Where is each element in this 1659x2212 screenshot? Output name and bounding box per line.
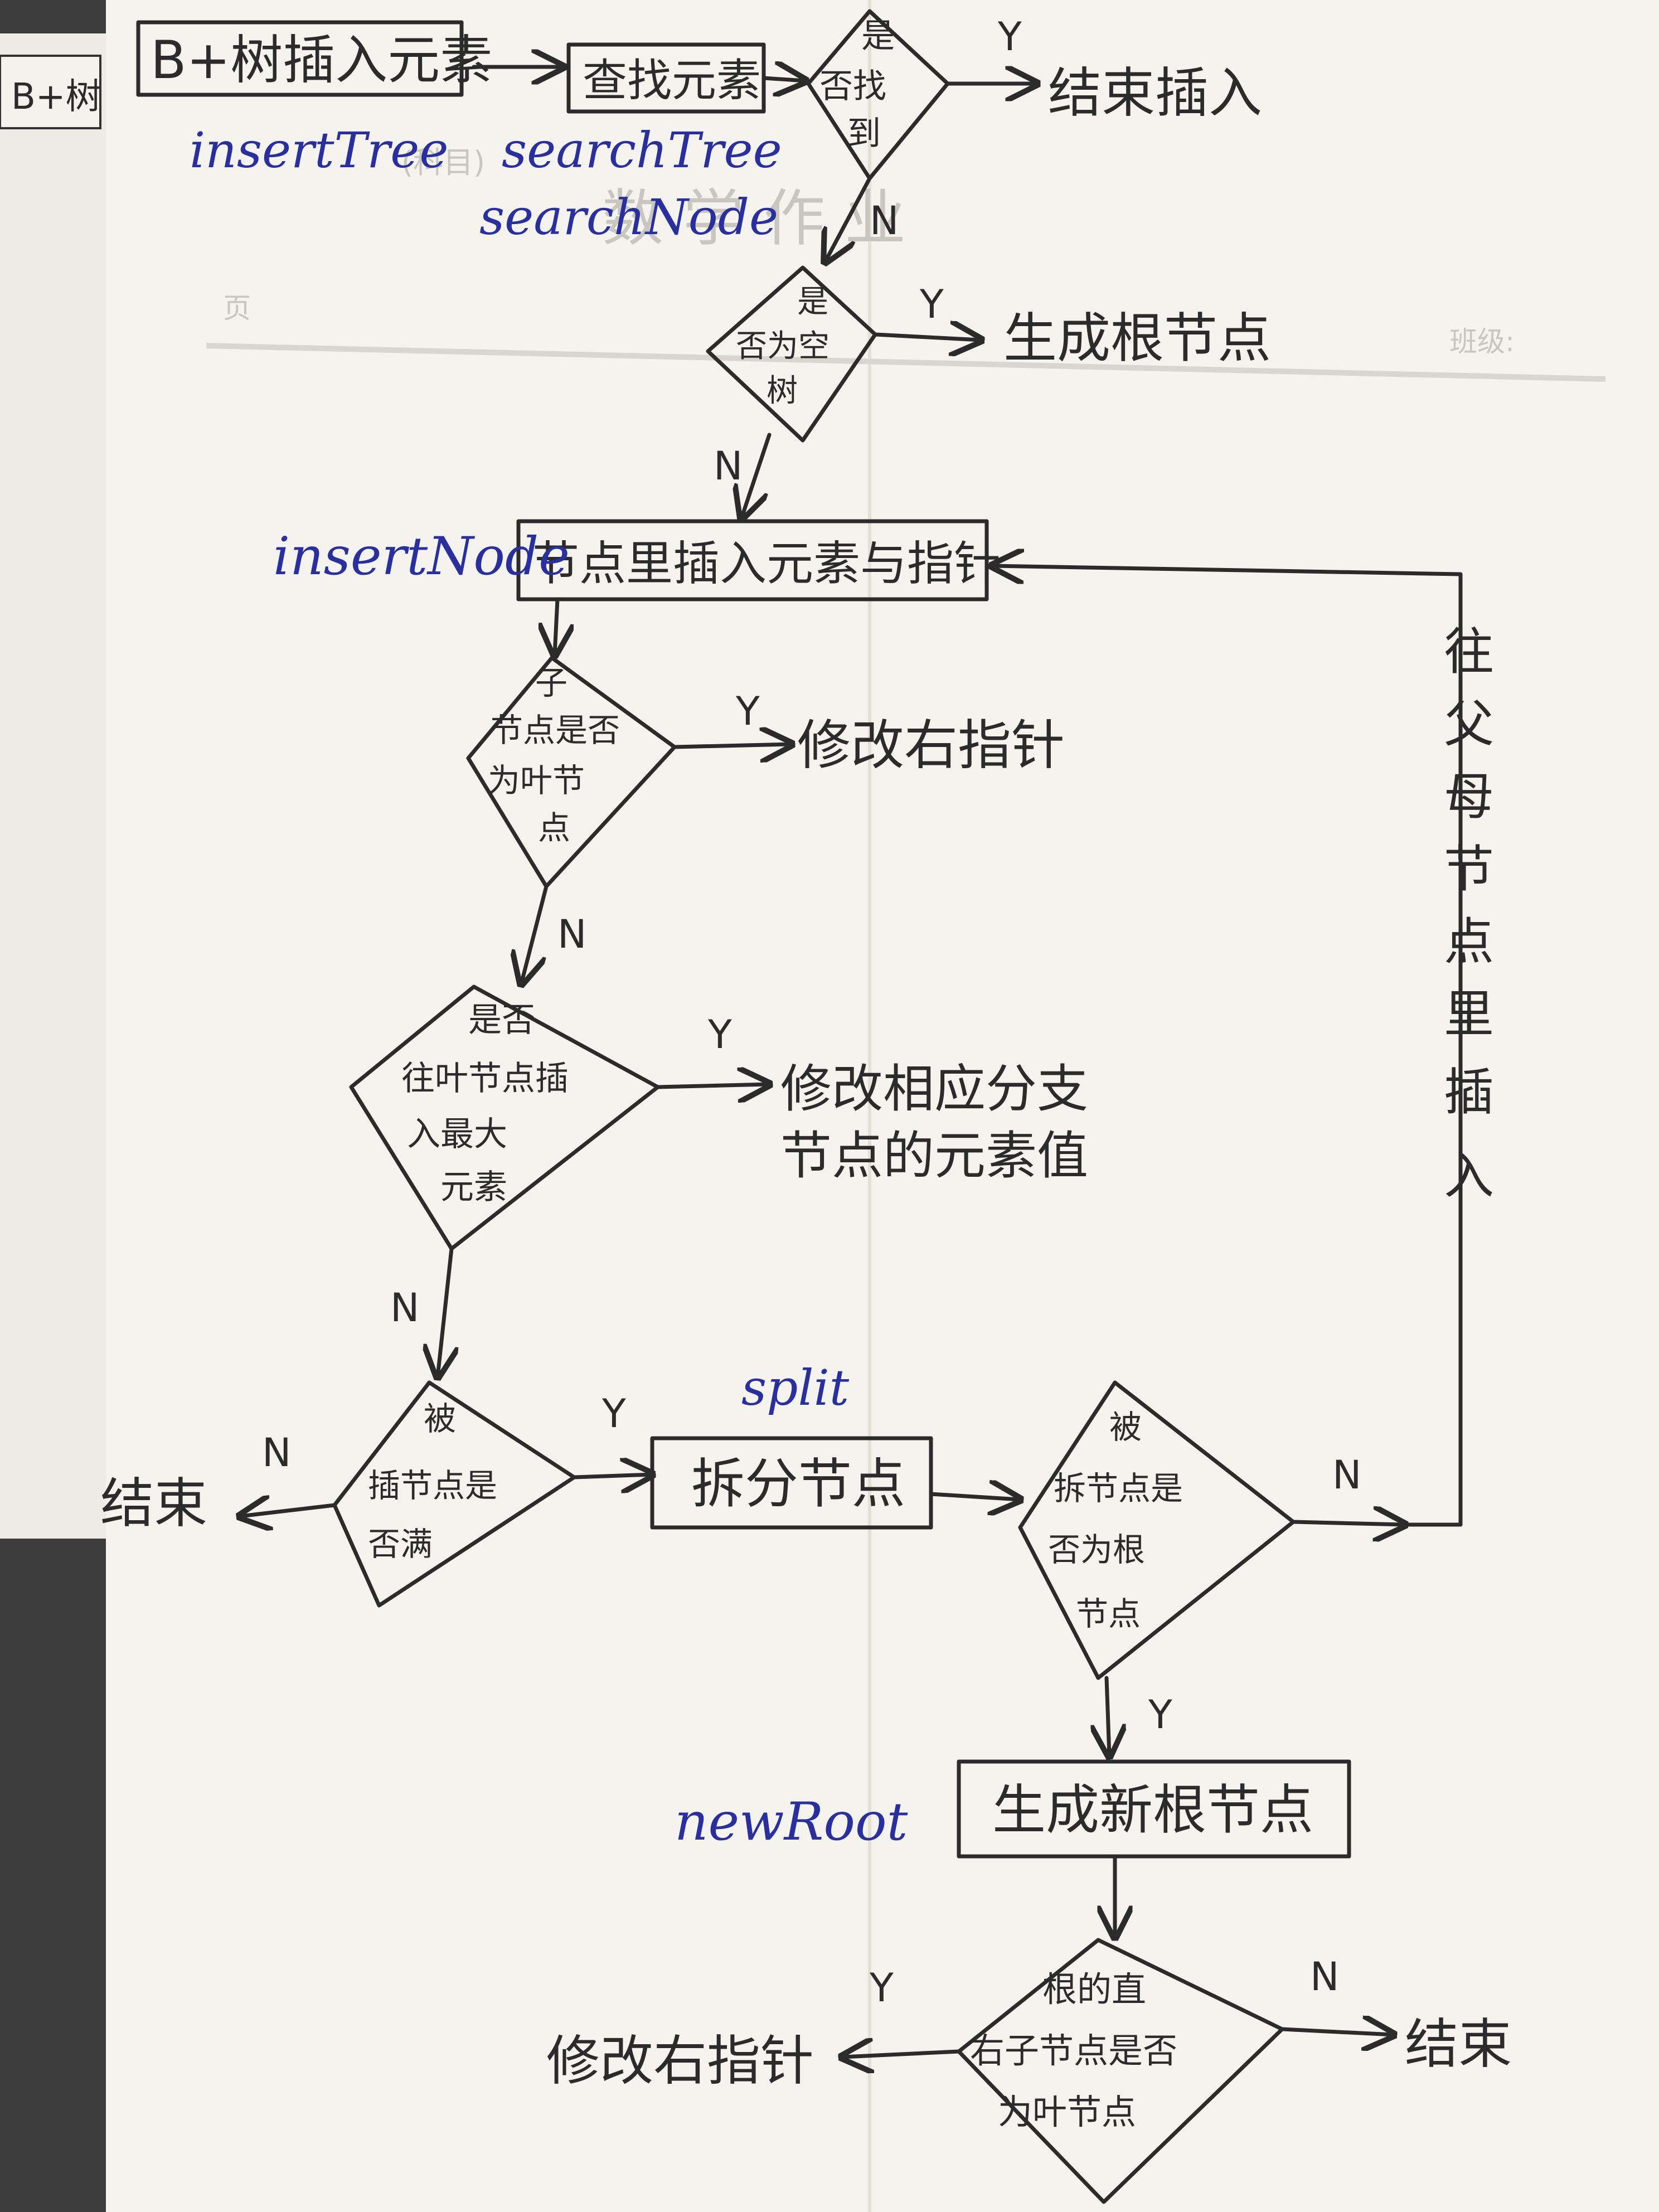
parent-insert-char-8: 入 xyxy=(1444,1147,1494,1205)
parent-insert-char-2: 父 xyxy=(1444,695,1494,754)
label-found-no: N xyxy=(870,198,899,244)
label-leaf-no: N xyxy=(557,911,586,957)
label-empty-yes: Y xyxy=(919,282,944,327)
max-text-1: 是否 xyxy=(468,1001,535,1040)
empty-text-3: 树 xyxy=(767,373,798,409)
arrow-leafchild-yes xyxy=(842,2051,961,2057)
leaf-text-4: 点 xyxy=(538,809,570,847)
leaf-text-1: 子 xyxy=(535,664,567,702)
label-root-yes: Y xyxy=(1148,1692,1172,1738)
split-text: 拆分节点 xyxy=(691,1453,905,1515)
arrow-root-yes xyxy=(1107,1676,1109,1756)
leaf-child-text-2: 右子节点是否 xyxy=(970,2030,1177,2071)
leaf-child-text-1: 根的直 xyxy=(1042,1969,1146,2010)
mod-right-2-text: 修改右指针 xyxy=(546,2030,814,2092)
new-root-text: 生成新根节点 xyxy=(992,1779,1313,1841)
label-empty-no: N xyxy=(714,443,743,489)
root-decision xyxy=(1018,1380,1296,1680)
found-text-3: 到 xyxy=(847,114,881,153)
end-insert-text: 结束插入 xyxy=(1048,62,1262,124)
arrow-empty-no xyxy=(741,433,772,518)
arrow-leafchild-no xyxy=(1280,2029,1394,2035)
parent-insert-char-4: 节 xyxy=(1444,840,1494,899)
root-text-4: 节点 xyxy=(1076,1595,1141,1633)
leaf-child-text-3: 为叶节点 xyxy=(998,2092,1136,2132)
find-text: 查找元素 xyxy=(583,55,761,106)
label-max-yes: Y xyxy=(707,1012,732,1058)
mod-value-text-2: 节点的元素值 xyxy=(780,1126,1088,1186)
parent-insert-char-1: 往 xyxy=(1444,623,1494,681)
label-leaf-yes: Y xyxy=(735,688,760,734)
fn-search-node: searchNode xyxy=(479,188,778,246)
label-full-no: N xyxy=(262,1430,291,1476)
arrow-full-yes xyxy=(572,1474,652,1477)
new-root-box xyxy=(957,1759,1351,1859)
arrow-insert-leaf xyxy=(555,597,557,655)
end-1-text: 结束 xyxy=(100,1472,207,1535)
arrow-parent-loop xyxy=(992,566,1463,1527)
label-leafchild-yes: Y xyxy=(869,1965,894,2011)
root-text-2: 拆节点是 xyxy=(1054,1469,1183,1507)
arrow-split-root xyxy=(929,1494,1020,1500)
parent-insert-char-3: 母 xyxy=(1444,768,1494,826)
start-text: B+树插入元素 xyxy=(151,30,492,91)
root-text-1: 被 xyxy=(1109,1408,1142,1446)
printed-header-rule xyxy=(206,343,1606,382)
start-box xyxy=(136,20,464,97)
full-text-2: 插节点是 xyxy=(368,1467,497,1505)
underlying-page xyxy=(0,33,111,1539)
label-full-yes: Y xyxy=(601,1391,626,1437)
arrow-max-no xyxy=(438,1246,452,1377)
printed-class-label: 班级: xyxy=(1449,326,1515,358)
arrow-find-found xyxy=(761,78,806,81)
insert-node-text: 节点里插入元素与指针 xyxy=(532,536,1001,591)
fn-insert-node: insertNode xyxy=(273,526,570,587)
printed-page-label: 页 xyxy=(223,292,251,324)
underlying-page-tab xyxy=(0,55,101,129)
printed-course-label: (科目) xyxy=(401,145,485,180)
found-text-1: 是 xyxy=(861,17,895,56)
gen-root-text: 生成根节点 xyxy=(1003,307,1271,370)
max-text-3: 入最大 xyxy=(407,1115,507,1154)
fn-split: split xyxy=(741,1359,850,1417)
arrow-root-no xyxy=(1291,1522,1405,1525)
mod-right-1-text: 修改右指针 xyxy=(797,714,1065,777)
fn-search-tree: searchTree xyxy=(502,122,782,179)
leaf-text-2: 节点是否 xyxy=(491,711,620,749)
mod-value-text-1: 修改相应分支 xyxy=(780,1059,1088,1119)
label-root-no: N xyxy=(1332,1452,1361,1498)
end-2-text: 结束 xyxy=(1405,2013,1512,2075)
label-max-no: N xyxy=(390,1285,419,1331)
full-decision xyxy=(332,1380,576,1608)
arrow-leaf-yes xyxy=(672,744,792,747)
root-text-3: 否为根 xyxy=(1048,1531,1145,1569)
fn-new-root: newRoot xyxy=(675,1792,908,1852)
found-text-2: 否找 xyxy=(819,67,886,106)
leaf-child-decision xyxy=(957,1938,1284,2204)
arrow-full-no xyxy=(240,1505,337,1516)
arrow-leaf-no xyxy=(521,884,549,984)
label-leafchild-no: N xyxy=(1310,1954,1339,2000)
underlying-page-tab-text: B+树 xyxy=(11,76,101,118)
full-text-3: 否满 xyxy=(368,1525,433,1563)
max-text-2: 往叶节点插 xyxy=(401,1059,569,1098)
empty-text-1: 是 xyxy=(797,284,828,320)
leaf-text-3: 为叶节 xyxy=(488,761,585,799)
max-text-4: 元素 xyxy=(440,1168,507,1207)
empty-text-2: 否为空 xyxy=(736,328,830,365)
arrow-max-yes xyxy=(656,1084,769,1087)
parent-insert-char-5: 点 xyxy=(1444,913,1494,971)
parent-insert-char-6: 里 xyxy=(1444,985,1494,1044)
empty-decision xyxy=(706,265,877,443)
parent-insert-char-7: 插 xyxy=(1444,1063,1494,1122)
fn-insert-tree: insertTree xyxy=(190,122,448,179)
arrow-empty-yes xyxy=(873,334,981,340)
arrow-found-no xyxy=(825,176,872,262)
label-found-yes: Y xyxy=(997,14,1022,60)
full-text-1: 被 xyxy=(424,1400,456,1438)
